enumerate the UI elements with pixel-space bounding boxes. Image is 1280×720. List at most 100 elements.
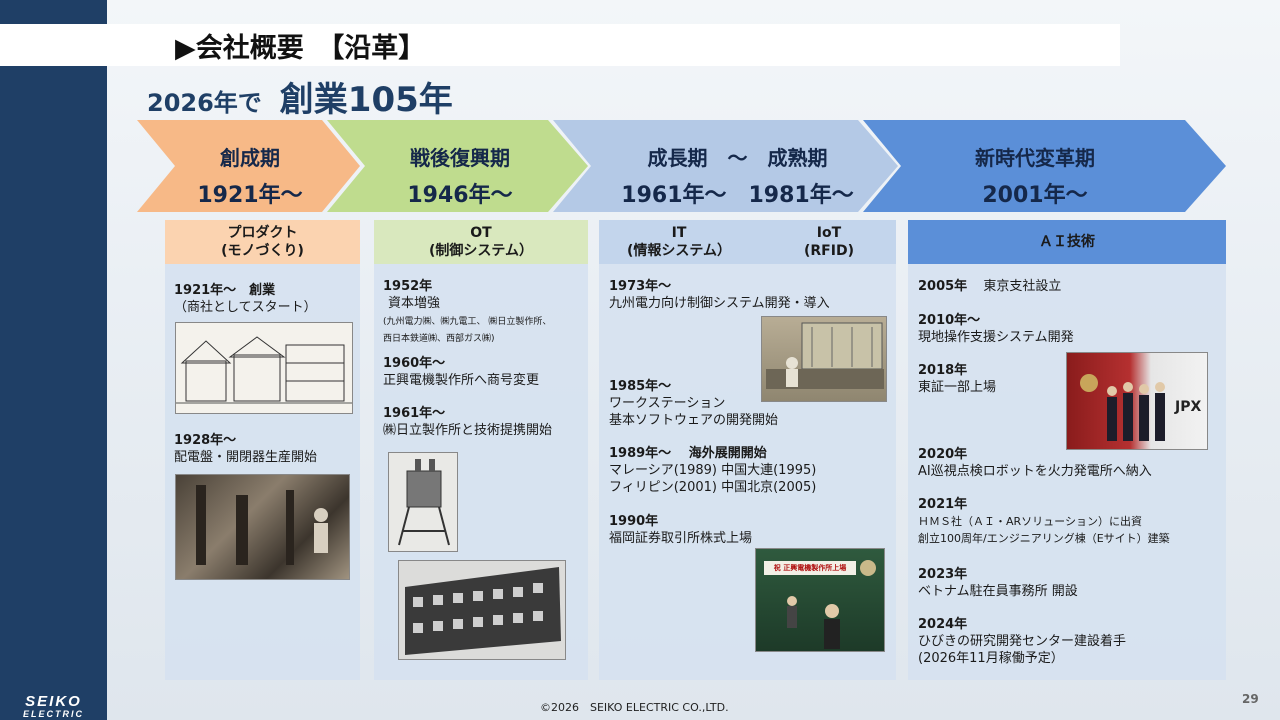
entry-1921: 1921年～ 創業 （商社としてスタート） [174,282,317,316]
entry-text: ＨＭＳ社（ＡＩ・ARソリューション）に出資 [918,515,1142,528]
entry-text: 配電盤・開閉器生産開始 [174,450,318,465]
era-arrow-4 [863,120,1226,212]
entry-2020: 2020年 AI巡視点検ロボットを火力発電所へ納入 [918,446,1152,480]
era-year: 1921年～ [197,183,303,208]
entry-2018: 2018年 東証一部上場 [918,362,996,396]
entry-1989: 1989年～ 海外展開開始 マレーシア(1989) 中国大連(1995) フィリ… [609,445,816,496]
entry-1973: 1973年～ 九州電力向け制御システム開発・導入 [609,278,830,312]
entry-text: 福岡証券取引所株式上場 [609,531,753,546]
header-line1: OT [470,225,492,241]
title-bar [0,24,1120,66]
page-number: 29 [1242,692,1259,706]
column-header-product: プロダクト (モノづくり) [165,220,360,264]
photo-switchboard-panel [398,560,566,660]
entry-title: 2020年 [918,447,968,462]
entry-title: 1960年～ [383,356,446,371]
entry-text: ワークステーション [609,396,726,411]
era-arrow-3 [553,120,898,212]
photo-control-room [761,316,887,402]
entry-title: 1989年～ 海外展開開始 [609,446,767,461]
entry-1960: 1960年～ 正興電機製作所へ商号変更 [383,355,539,389]
entry-2023: 2023年 ベトナム駐在員事務所 開設 [918,566,1078,600]
entry-2010: 2010年～ 現地操作支援システム開発 [918,312,1074,346]
header-it: IT (情報システム） [599,224,759,260]
entry-title: 2018年 [918,363,968,378]
ceremony-sign: 祝 正興電機製作所上場 [764,561,856,575]
era-label-2: 戦後復興期 1946年～ [385,142,535,209]
entry-title: 1985年～ [609,379,672,394]
entry-title: 2010年～ [918,313,981,328]
entry-2024: 2024年 ひびきの研究開発センター建設着手 (2026年11月稼働予定） [918,616,1126,667]
header-line2: (制御システム） [429,243,533,259]
photo-old-building-sketch [175,322,353,414]
column-product: プロダクト (モノづくり) 1921年～ 創業 （商社としてスタート） 1928… [165,220,360,680]
header-line1: IT [671,225,687,241]
entry-2005: 2005年 東京支社設立 [918,278,1061,295]
era-name: 創成期 [220,146,280,170]
page-title: ▶会社概要 【沿革】 [175,33,426,64]
header-line1: ＡＩ技術 [1039,234,1095,250]
entry-1985: 1985年～ ワークステーション 基本ソフトウェアの開発開始 [609,378,778,429]
subtitle-big: 創業105年 [279,80,453,120]
left-sidebar [0,0,107,720]
era-name: 新時代変革期 [975,146,1095,170]
entry-text: フィリピン(2001) 中国北京(2005) [609,480,817,495]
entry-text: マレーシア(1989) 中国大連(1995) [609,463,817,478]
subtitle: 2026年で創業105年 [147,72,453,121]
era-year: 1946年～ [407,183,513,208]
era-year: 2001年～ [982,183,1088,208]
header-line1: プロダクト [227,225,298,241]
logo-line2: ELECTRIC [23,709,84,719]
entry-note: 西日本鉄道㈱、西部ガス㈱) [383,334,495,344]
entry-text: ベトナム駐在員事務所 開設 [918,584,1078,599]
column-header-it-iot: IT (情報システム） IoT (RFID) [599,220,896,264]
entry-1928: 1928年～ 配電盤・開閉器生産開始 [174,432,317,466]
column-ot: OT (制御システム） 1952年 資本増強 (九州電力㈱、㈱九電工、 ㈱日立製… [374,220,588,680]
header-iot: IoT (RFID) [784,224,874,260]
logo-line1: SEIKO [25,693,82,710]
entry-text: 東証一部上場 [918,380,997,395]
entry-title: 1961年～ [383,406,446,421]
entry-text: ひびきの研究開発センター建設着手 [918,634,1127,649]
entry-text: 正興電機製作所へ商号変更 [383,373,540,388]
column-header-ot: OT (制御システム） [374,220,588,264]
entry-1952: 1952年 資本増強 (九州電力㈱、㈱九電工、 ㈱日立製作所、 西日本鉄道㈱、西… [383,278,551,346]
column-ai: ＡＩ技術 2005年 東京支社設立 2010年～ 現地操作支援システム開発 20… [908,220,1226,680]
jpx-logo-text: JPX [1175,399,1202,415]
entry-note: (九州電力㈱、㈱九電工、 ㈱日立製作所、 [383,317,552,327]
entry-1990: 1990年 福岡証券取引所株式上場 [609,513,752,547]
entry-text: 基本ソフトウェアの開発開始 [609,413,779,428]
entry-text: 東京支社設立 [983,279,1062,294]
copyright: ©2026 SEIKO ELECTRIC CO.,LTD. [540,701,729,714]
entry-title: 1952年 [383,279,433,294]
subtitle-small: 2026年で [147,89,262,117]
era-label-3: 成長期 ～ 成熟期 1961年～ 1981年～ [600,142,875,209]
entry-text: 九州電力向け制御システム開発・導入 [609,296,830,311]
photo-listing-ceremony: 祝 正興電機製作所上場 [755,548,885,652]
era-name: 戦後復興期 [410,146,510,170]
era-arrow-2 [327,120,588,212]
era-label-1: 創成期 1921年～ [185,142,315,209]
entry-text: ㈱日立製作所と技術提携開始 [383,423,553,438]
photo-transformer [388,452,458,552]
entry-text: 資本増強 [388,296,441,311]
photo-tse-listing: JPX [1066,352,1208,450]
entry-text: AI巡視点検ロボットを火力発電所へ納入 [918,464,1152,479]
entry-text: (2026年11月稼働予定） [918,651,1064,666]
entry-title: 1921年～ 創業 [174,283,276,298]
era-year: 1961年～ 1981年～ [621,183,854,208]
era-label-4: 新時代変革期 2001年～ [950,142,1120,209]
entry-title: 2024年 [918,617,968,632]
header-line2: (モノづくり) [221,243,304,259]
entry-text: （商社としてスタート） [174,300,317,315]
company-logo: SEIKO ELECTRIC [0,690,107,720]
header-line1: IoT [816,225,842,241]
entry-title: 2023年 [918,567,968,582]
entry-title: 1973年～ [609,279,672,294]
entry-text: 創立100周年/エンジニアリング棟（Eサイト）建築 [918,532,1170,545]
column-it-iot: IT (情報システム） IoT (RFID) 1973年～ 九州電力向け制御シス… [599,220,896,680]
photo-factory-workers [175,474,350,580]
entry-title: 2005年 [918,279,968,294]
entry-title: 2021年 [918,497,968,512]
